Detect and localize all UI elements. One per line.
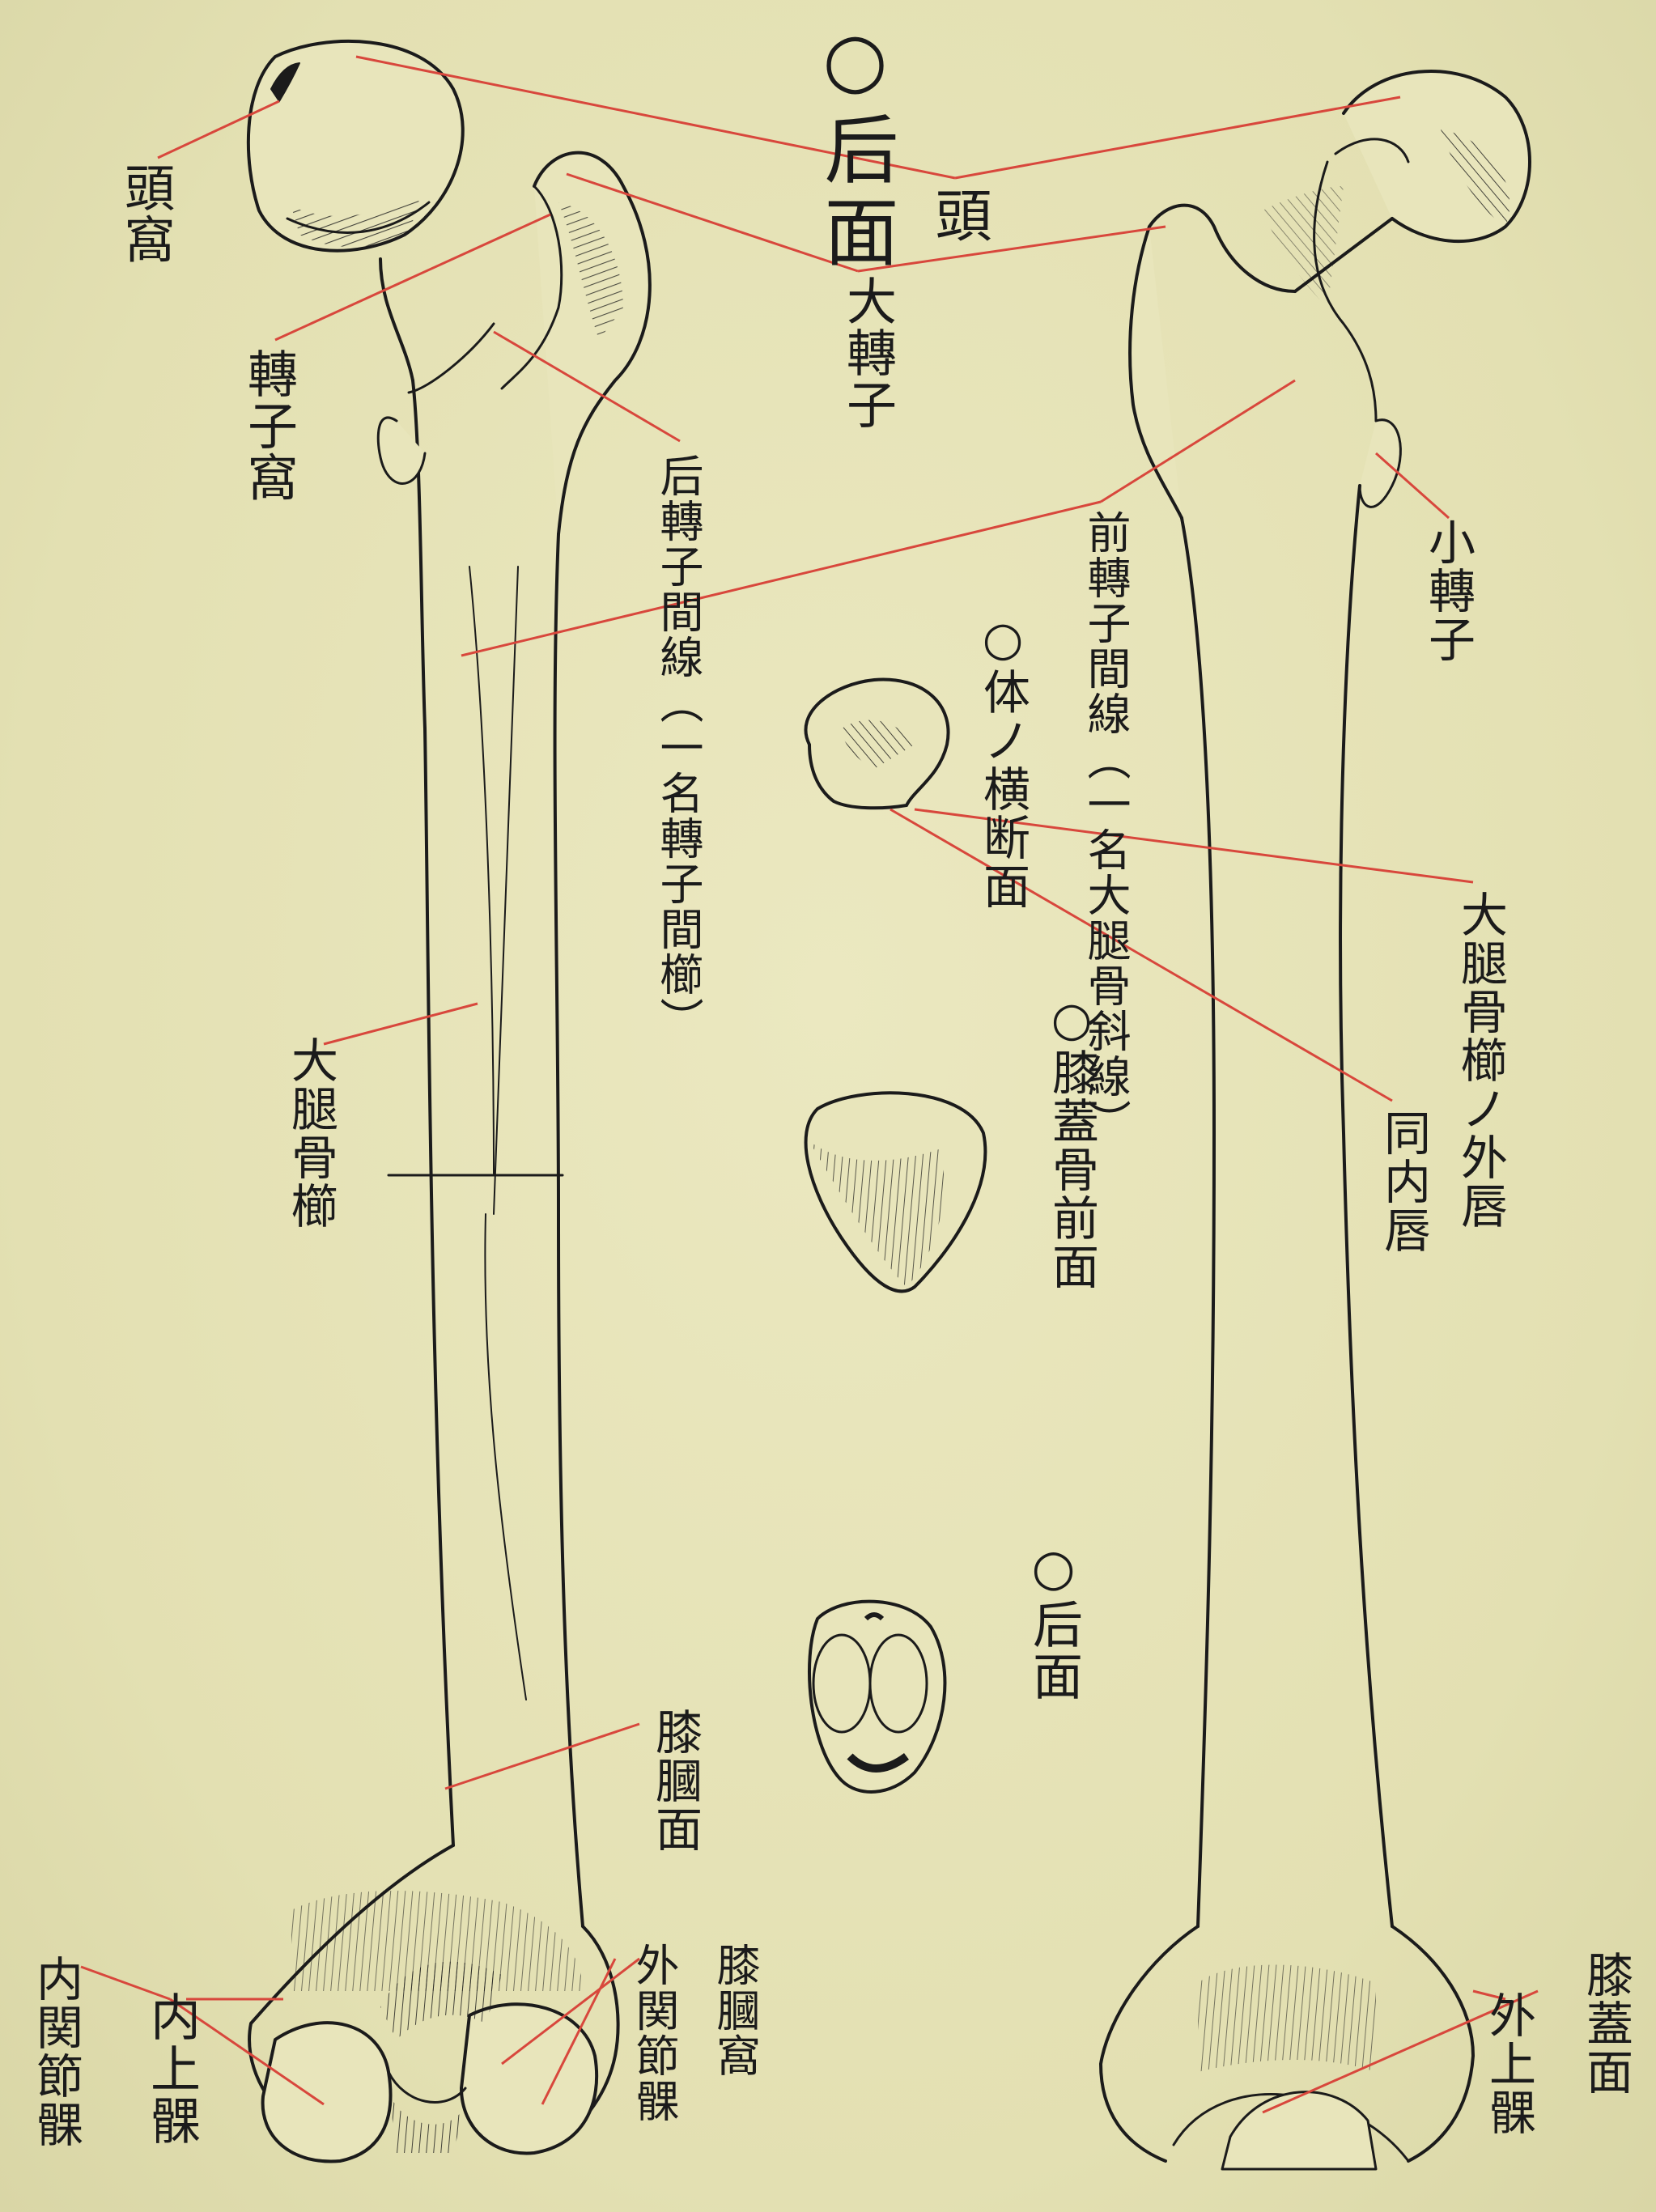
label-patellar-surface: 膝蓋面	[1582, 1951, 1629, 2096]
label-lateral-epicondyle: 外上髁	[1485, 1991, 1532, 2137]
cross-section-figure	[805, 680, 948, 809]
patella-posterior-figure	[809, 1602, 945, 1792]
label-head: 頭	[931, 186, 987, 244]
left-medial-condyle	[263, 2023, 391, 2161]
label-medial-epicondyle: 内上髁	[146, 1991, 196, 2146]
label-shaft-section: ○体ノ横断面	[979, 611, 1026, 911]
label-patella-anterior: ○膝蓋骨前面	[1048, 991, 1095, 1291]
label-fovea-head: 頭窩	[120, 162, 170, 265]
label-lesser-trochanter: 小轉子	[1425, 518, 1471, 664]
left-lateral-condyle	[461, 2004, 597, 2153]
label-medial-lip: 同内唇	[1380, 1109, 1427, 1255]
label-lateral-condyle: 外関節髁	[631, 1942, 675, 2124]
patella-anterior-figure	[806, 1093, 986, 1291]
label-intercondylar-fossa: 膝膕窩	[712, 1942, 756, 2078]
page-title-posterior: ○后面	[817, 16, 892, 276]
right-lesser-trochanter	[1360, 420, 1400, 507]
right-patellar-surface	[1222, 2092, 1376, 2169]
label-lateral-lip: 大腿骨櫛ノ外唇	[1457, 890, 1504, 1230]
label-greater-trochanter: 大轉子	[842, 275, 892, 431]
label-trochanteric-fossa: 轉子窩	[243, 348, 293, 503]
label-linea-aspera: 大腿骨櫛	[287, 1036, 334, 1230]
label-intertrochanteric-crest: 后轉子間線（一名轉子間櫛）	[656, 453, 699, 1042]
label-popliteal-surface: 膝膕面	[652, 1708, 698, 1853]
label-medial-condyle: 内関節髁	[32, 1955, 79, 2149]
left-greater-trochanter	[534, 153, 650, 534]
right-greater-trochanter	[1130, 227, 1182, 518]
label-patella-posterior: ○后面	[1028, 1538, 1078, 1702]
